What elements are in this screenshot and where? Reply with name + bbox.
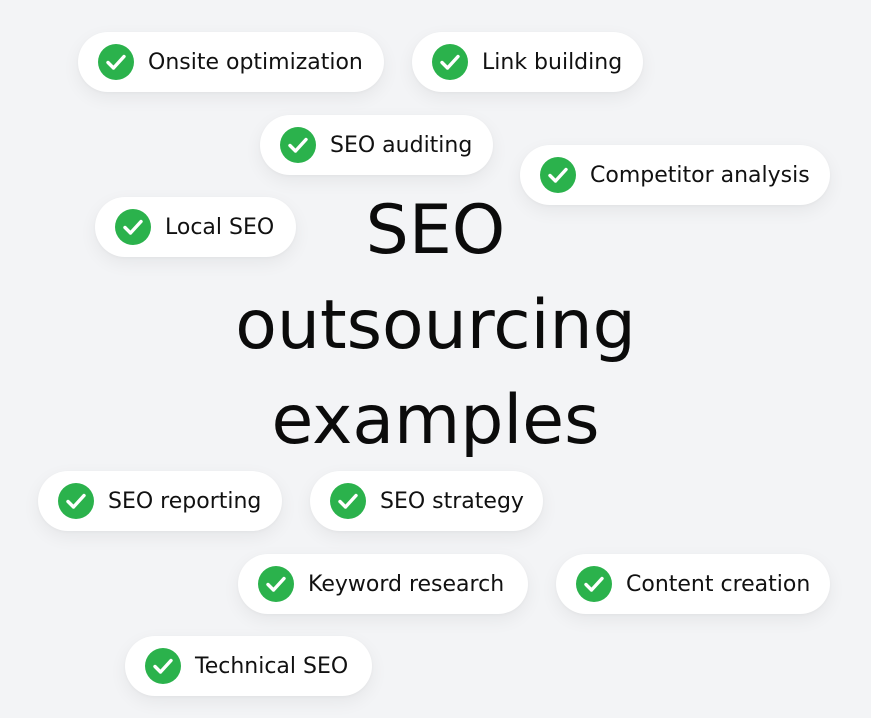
tag-label: Keyword research <box>308 571 505 597</box>
tag-label: Onsite optimization <box>148 49 363 75</box>
tag-local-seo: Local SEO <box>95 197 296 257</box>
check-circle-icon <box>432 44 468 80</box>
check-circle-icon <box>576 566 612 602</box>
tag-label: Technical SEO <box>195 653 349 679</box>
tag-label: Local SEO <box>165 214 275 240</box>
page-title-line-2: outsourcing <box>235 286 636 365</box>
tag-content-creation: Content creation <box>556 554 830 614</box>
tag-link-building: Link building <box>412 32 643 92</box>
check-circle-icon <box>330 483 366 519</box>
check-circle-icon <box>145 648 181 684</box>
tag-onsite-optimization: Onsite optimization <box>78 32 384 92</box>
check-circle-icon <box>258 566 294 602</box>
check-circle-icon <box>115 209 151 245</box>
page-title-line-3: examples <box>271 381 600 460</box>
tag-competitor-analysis: Competitor analysis <box>520 145 830 205</box>
page-title-line-1: SEO <box>365 191 506 270</box>
tag-seo-auditing: SEO auditing <box>260 115 493 175</box>
tag-label: Link building <box>482 49 623 75</box>
check-circle-icon <box>58 483 94 519</box>
tag-technical-seo: Technical SEO <box>125 636 372 696</box>
tag-seo-reporting: SEO reporting <box>38 471 282 531</box>
tag-label: Competitor analysis <box>590 162 810 188</box>
check-circle-icon <box>98 44 134 80</box>
tag-label: SEO reporting <box>108 488 262 514</box>
tag-label: Content creation <box>626 571 811 597</box>
check-circle-icon <box>540 157 576 193</box>
tag-seo-strategy: SEO strategy <box>310 471 543 531</box>
check-circle-icon <box>280 127 316 163</box>
tag-label: SEO strategy <box>380 488 524 514</box>
tag-label: SEO auditing <box>330 132 473 158</box>
tag-keyword-research: Keyword research <box>238 554 528 614</box>
